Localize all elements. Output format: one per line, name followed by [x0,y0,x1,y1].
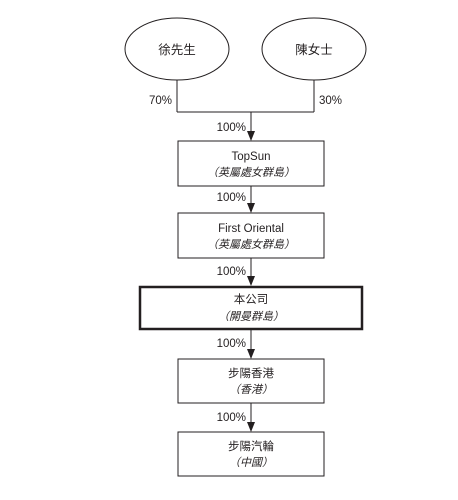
entity-name: 本公司 [234,292,269,306]
entity-frame-highlighted [138,285,364,331]
entity-box-topsun: TopSun （英屬處女群島） [177,140,325,187]
shareholder-percent: 30% [319,95,342,107]
ownership-percent: 100% [217,338,246,350]
entity-jurisdiction: （英屬處女群島） [207,166,295,179]
entity-box-company: 本公司 （開曼群島） [138,285,364,331]
entity-frame [177,140,325,187]
entity-frame [177,358,325,404]
entity-jurisdiction: （中國） [229,456,273,469]
entity-name: TopSun [231,151,270,163]
entity-name: First Oriental [218,223,284,235]
entity-box-buyang-turbine: 步陽汽輪 （中國） [177,431,325,477]
shareholder-node-2: 陳女士 [261,17,367,81]
ownership-percent: 100% [217,266,246,278]
shareholder-node-1: 徐先生 [124,17,230,81]
entity-box-buyang-hk: 步陽香港 （香港） [177,358,325,404]
shareholder-percent: 70% [149,95,172,107]
entity-frame [177,431,325,477]
entity-jurisdiction: （英屬處女群島） [207,238,295,251]
shareholder-name: 陳女士 [295,42,333,57]
entity-name: 步陽香港 [228,367,274,380]
entity-box-first-oriental: First Oriental （英屬處女群島） [177,212,325,259]
ownership-percent: 100% [217,122,246,134]
ownership-percent: 100% [217,412,246,424]
entity-frame [177,212,325,259]
entity-name: 步陽汽輪 [228,439,274,453]
entity-jurisdiction: （開曼群島） [218,310,284,323]
shareholder-name: 徐先生 [158,42,196,57]
entity-jurisdiction: （香港） [229,383,273,396]
ownership-percent: 100% [217,192,246,204]
